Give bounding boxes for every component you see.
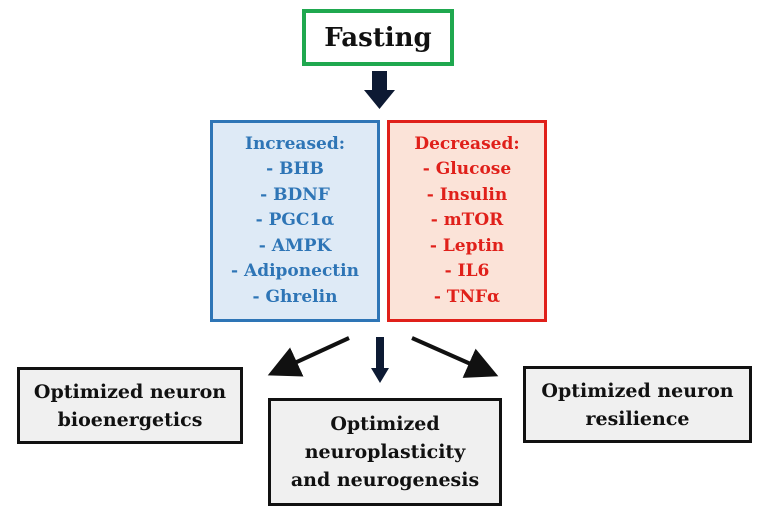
increased-header: Increased: <box>245 133 345 154</box>
outcome-line: neuroplasticity <box>304 441 466 463</box>
increased-item: - Adiponectin <box>231 261 359 282</box>
increased-box: Increased: - BHB - BDNF - PGC1α - AMPK -… <box>210 120 380 322</box>
increased-item: - Ghrelin <box>252 286 338 307</box>
increased-item: - PGC1α <box>255 210 335 231</box>
outcome-line: bioenergetics <box>57 408 203 431</box>
decreased-box: Decreased: - Glucose - Insulin - mTOR - … <box>387 120 547 322</box>
increased-item: - BHB <box>266 159 324 180</box>
outcome-neuroplasticity-box: Optimized neuroplasticity and neurogenes… <box>268 398 502 506</box>
outcome-line: resilience <box>585 407 690 430</box>
right-diagonal-arrow <box>411 336 499 378</box>
outcome-line: Optimized neuron <box>33 380 227 403</box>
outcome-line: Optimized <box>330 413 440 435</box>
left-diagonal-arrow <box>267 336 350 377</box>
fasting-label: Fasting <box>324 22 432 53</box>
outcome-resilience-box: Optimized neuron resilience <box>523 366 752 443</box>
outcome-line: Optimized neuron <box>541 379 734 402</box>
decreased-item: - TNFα <box>433 286 501 307</box>
outcome-line: and neurogenesis <box>290 469 480 491</box>
decreased-item: - Insulin <box>426 184 508 205</box>
fasting-box: Fasting <box>302 9 454 66</box>
outcome-bioenergetics-box: Optimized neuron bioenergetics <box>17 367 243 444</box>
decreased-header: Decreased: <box>414 133 520 154</box>
increased-item: - BDNF <box>260 184 330 205</box>
decreased-item: - Leptin <box>429 235 505 256</box>
decreased-item: - mTOR <box>430 210 504 231</box>
decreased-item: - Glucose <box>422 159 512 180</box>
decreased-item: - IL6 <box>444 261 490 282</box>
center-down-arrow <box>371 337 389 383</box>
fasting-down-arrow <box>364 71 395 109</box>
increased-item: - AMPK <box>258 235 332 256</box>
